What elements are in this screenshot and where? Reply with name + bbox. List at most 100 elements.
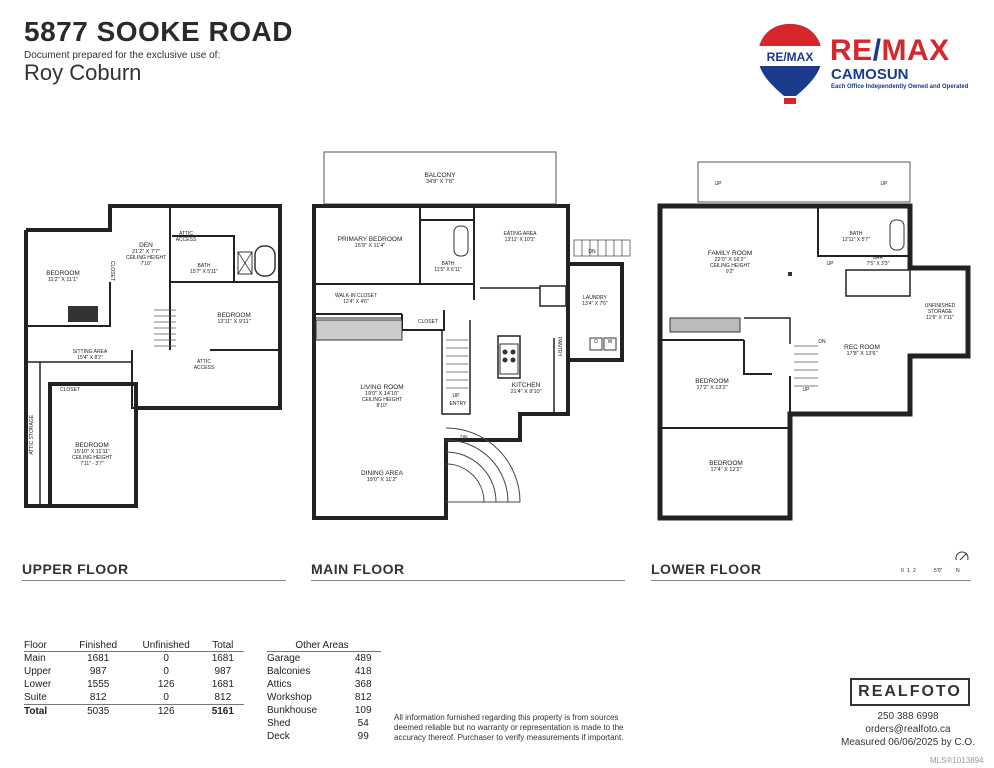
upper-floor-title: UPPER FLOOR: [22, 561, 129, 577]
lower-dn-mark: DN: [818, 339, 826, 345]
main-tub: [453, 225, 469, 257]
scale-tick-1: 1: [907, 568, 910, 574]
main-outer-wall: [312, 204, 570, 520]
upper-attic-storage-label: ATTIC STORAGE: [29, 414, 36, 455]
property-address: 5877 SOOKE ROAD: [24, 16, 293, 47]
realfoto-contact: 250 388 6998 orders@realfoto.ca Measured…: [836, 710, 980, 749]
upper-tub: [254, 245, 276, 277]
area-table-header: Floor Finished Unfinished Total: [24, 640, 244, 652]
upper-bath-wall: [169, 206, 280, 283]
upper-fireplace: [68, 306, 98, 322]
owner-name: Roy Coburn: [24, 60, 142, 85]
office-name: CAMOSUN: [831, 66, 909, 83]
lower-up-mark-2: UP: [802, 387, 810, 393]
lower-outer-wall: [657, 203, 971, 521]
main-fireplace: [315, 319, 403, 341]
other-areas-header: Other Areas: [267, 640, 381, 652]
main-dn-mark-2: DN: [460, 435, 468, 441]
lower-stairs: [794, 345, 818, 387]
upper-closet-1-label: CLOSET: [108, 260, 115, 281]
lower-up-mark-4: UP: [880, 181, 888, 187]
measured-by-text: Measured 06/06/2025 by C.O.: [841, 737, 975, 748]
col-total: Total: [205, 640, 244, 652]
lower-up-mark-3: UP: [714, 181, 722, 187]
upper-bedroom1-wall: [26, 282, 111, 327]
main-pantry-label: PANTRY: [555, 336, 562, 357]
upper-closet-2-label: CLOSET: [59, 387, 81, 393]
col-finished: Finished: [69, 640, 131, 652]
upper-left-wall: [24, 230, 50, 508]
col-unfinished: Unfinished: [130, 640, 206, 652]
lower-floor-title: LOWER FLOOR: [651, 561, 762, 577]
disclaimer-text: All information furnished regarding this…: [394, 713, 624, 742]
remax-re: RE: [830, 34, 873, 67]
lower-tub: [889, 219, 905, 251]
floor-plans-drawing: [24, 151, 971, 560]
main-closet-label: CLOSET: [417, 319, 439, 325]
remax-balloon-logo: RE/MAX: [758, 24, 822, 104]
main-laundry-wall: [568, 262, 624, 362]
remax-wordmark: RE/MAX: [830, 34, 950, 68]
col-floor: Floor: [24, 640, 70, 652]
main-stairs: [446, 339, 468, 389]
main-entry-stairs: [445, 427, 521, 503]
realfoto-logo: REALFOTO: [850, 678, 970, 706]
brand-tagline: Each Office Independently Owned and Oper…: [831, 84, 969, 90]
remax-max: MAX: [881, 34, 950, 67]
lower-deck: [697, 161, 911, 203]
main-entry-label: ENTRY: [449, 401, 467, 407]
remax-slash: /: [872, 34, 882, 67]
main-floor-underline: [311, 580, 625, 581]
main-exterior-stairs: [573, 239, 631, 257]
lower-fireplace: [669, 317, 741, 333]
realfoto-email[interactable]: orders@realfoto.ca: [865, 724, 951, 735]
main-dn-mark-1: DN: [588, 249, 596, 255]
main-floor-title: MAIN FLOOR: [311, 561, 405, 577]
main-washer-mark: W: [607, 339, 613, 345]
mls-number: MLS®1013894: [930, 756, 984, 765]
scale-tick-5: 5'0": [934, 568, 943, 574]
north-label: N: [956, 568, 960, 574]
balloon-text: RE/MAX: [767, 50, 814, 64]
lower-up-mark-1: UP: [826, 261, 834, 267]
main-stove: [499, 343, 519, 375]
lower-floor-underline: [651, 580, 971, 581]
north-arrow: [955, 551, 969, 560]
scale-tick-2: 2: [913, 568, 916, 574]
